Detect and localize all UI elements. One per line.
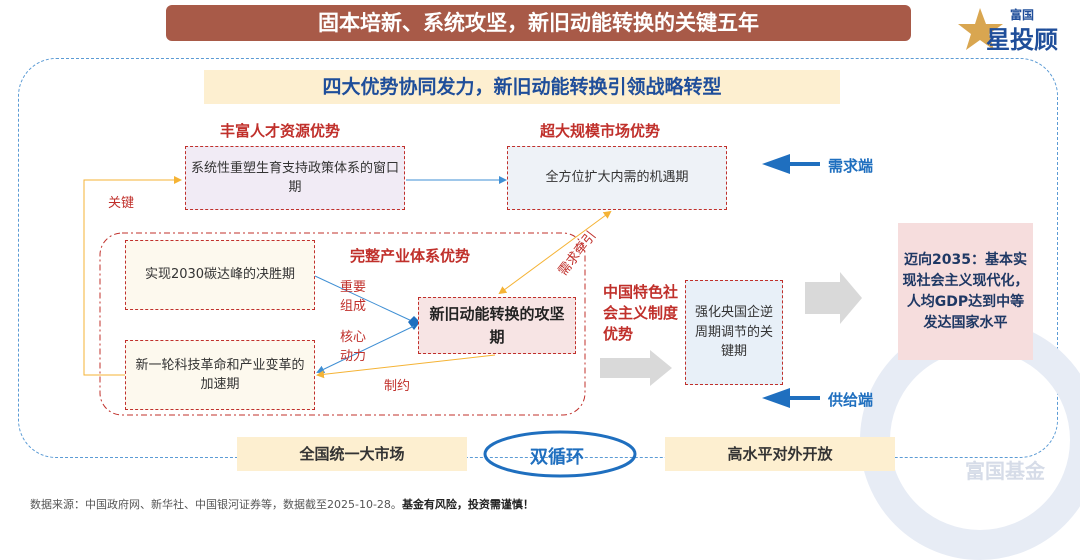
market-advantage: 超大规模市场优势 xyxy=(540,122,661,140)
unified-market: 全国统一大市场 xyxy=(237,437,467,471)
carbon-box: 实现2030碳达峰的决胜期 xyxy=(125,240,315,310)
goal-box: 迈向2035：基本实现社会主义现代化，人均GDP达到中等发达国家水平 xyxy=(898,223,1033,360)
cycle-box: 强化央国企逆周期调节的关键期 xyxy=(685,280,783,385)
star-icon xyxy=(958,8,1003,50)
fertility-box: 系统性重塑生育支持政策体系的窗口期 xyxy=(185,146,405,210)
talent-advantage: 丰富人才资源优势 xyxy=(220,122,341,140)
outer-frame xyxy=(18,58,1058,458)
industry-advantage: 完整产业体系优势 xyxy=(350,247,471,265)
driver-label: 核心动力 xyxy=(340,330,367,364)
brand-logo: 富国 星投顾 xyxy=(958,4,1068,54)
supply-side-label: 供给端 xyxy=(828,391,874,409)
key-label: 关键 xyxy=(108,196,135,211)
constraint-label: 制约 xyxy=(384,379,411,394)
subtitle: 四大优势协同发力，新旧动能转换引领战略转型 xyxy=(204,70,840,104)
important-label: 重要组成 xyxy=(340,280,367,314)
opening-up: 高水平对外开放 xyxy=(665,437,895,471)
connector-arrows xyxy=(83,154,862,478)
page-title: 固本培新、系统攻坚，新旧动能转换的关键五年 xyxy=(166,5,911,41)
tech-box: 新一轮科技革命和产业变革的加速期 xyxy=(125,340,315,410)
footer: 数据来源：中国政府网、新华社、中国银河证券等，数据截至2025-10-28。基金… xyxy=(30,498,534,511)
system-advantage: 中国特色社会主义制度优势 xyxy=(603,283,679,343)
watermark: 富国基金 xyxy=(965,459,1045,483)
core-box: 新旧动能转换的攻坚期 xyxy=(418,297,576,354)
demand-side-label: 需求端 xyxy=(828,157,874,175)
demand-box: 全方位扩大内需的机遇期 xyxy=(507,146,727,210)
dual-circulation: 双循环 xyxy=(530,447,584,468)
